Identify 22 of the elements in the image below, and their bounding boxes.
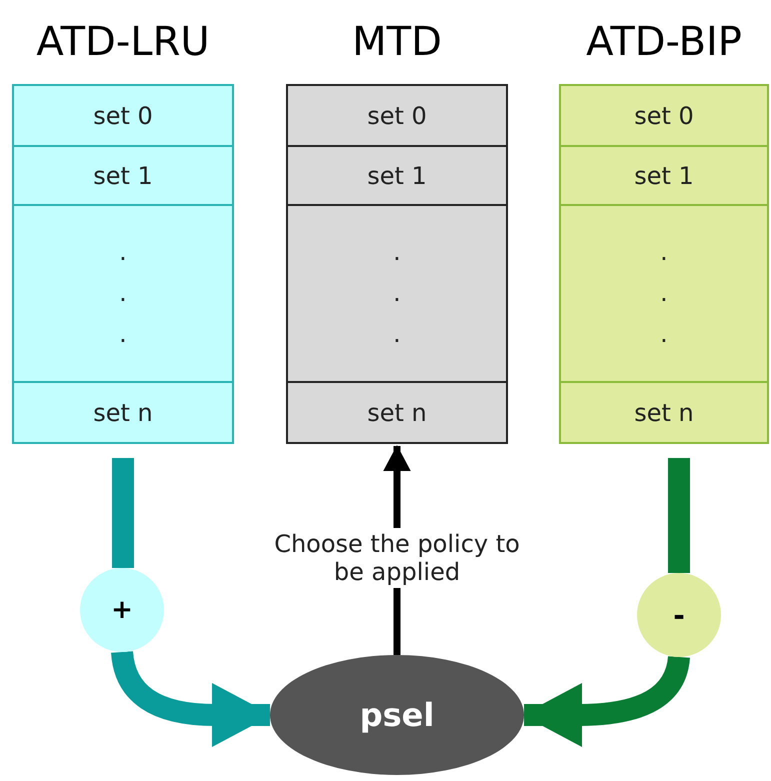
ellipsis-dots: . . . [118, 237, 128, 350]
column-heading: MTD [351, 18, 443, 67]
psel-ellipse: psel [270, 655, 524, 775]
set-label: set n [634, 398, 694, 426]
arrow [111, 650, 272, 747]
set-label: set n [367, 398, 427, 426]
ellipsis-dots: . . . [659, 237, 669, 350]
column-heading: ATD-BIP [585, 18, 743, 67]
column-heading: ATD-LRU [35, 18, 211, 67]
set-label: set 1 [93, 162, 153, 190]
set-label: set 1 [634, 162, 694, 190]
minus-circle: - [637, 573, 721, 657]
connector-line [112, 458, 134, 568]
plus-circle: + [80, 568, 164, 652]
set-label: set 0 [93, 102, 153, 130]
arrow [522, 655, 690, 747]
ellipsis-dots: . . . [392, 237, 402, 350]
set-label: set 0 [634, 102, 694, 130]
set-label: set n [93, 398, 153, 426]
set-label: set 1 [367, 162, 427, 190]
connector-line [668, 458, 690, 573]
set-label: set 0 [367, 102, 427, 130]
